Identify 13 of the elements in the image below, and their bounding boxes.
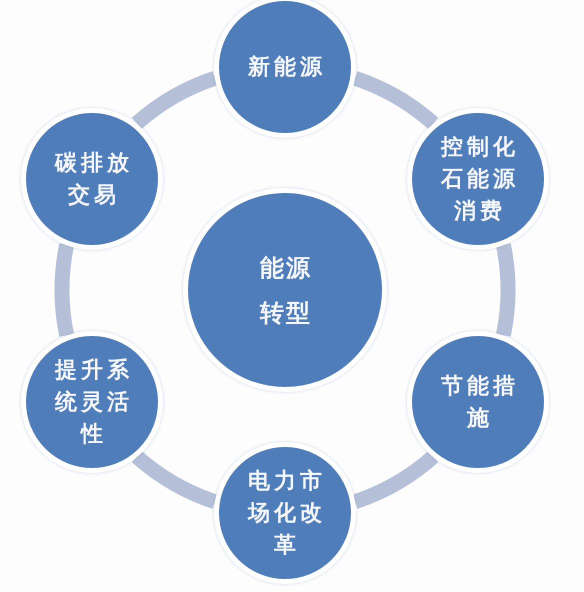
connector-arc xyxy=(352,71,438,130)
circle-label: 能源转型 xyxy=(258,252,313,329)
connector-arc xyxy=(352,450,438,509)
circle-label: 新能源 xyxy=(246,53,327,82)
circle-label: 电力市场化改革 xyxy=(246,467,327,560)
circle-label: 节能措施 xyxy=(440,372,520,432)
circle-label: 控制化石能源消费 xyxy=(440,132,520,226)
connector-arc xyxy=(132,450,218,509)
connector-arc xyxy=(54,244,74,336)
connector-arc xyxy=(496,244,516,336)
connector-arc xyxy=(132,71,218,130)
circle-label: 提升系统灵活性 xyxy=(54,356,134,448)
circle-label: 碳排放交易 xyxy=(54,148,134,210)
